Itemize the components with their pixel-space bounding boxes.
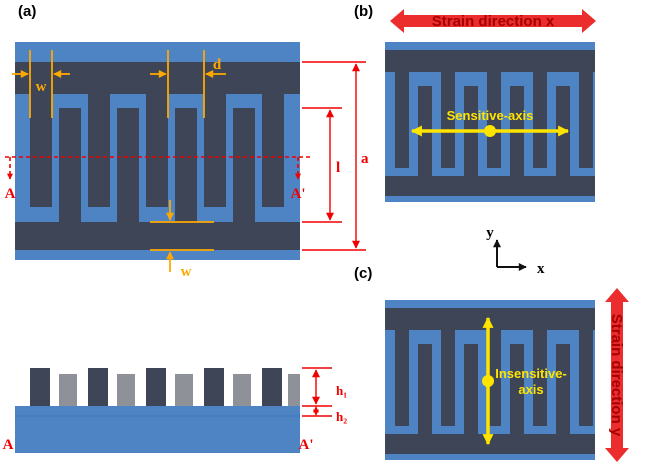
bottom-electrode-bar [385, 434, 595, 454]
bottom-electrode-bar [385, 176, 595, 196]
electrode-finger [395, 330, 409, 426]
topview-structure [15, 42, 300, 260]
finger-length-dimension: l [302, 107, 342, 223]
electrode-finger [204, 94, 226, 207]
height2-label: h₂ [336, 409, 347, 424]
electrode-finger [533, 72, 547, 168]
section-label-right: A' [291, 186, 306, 202]
electrode-finger [117, 108, 139, 222]
electrode-finger [30, 94, 52, 207]
panel-b-label: (b) [354, 3, 373, 20]
strain-x-label: Strain direction x [432, 13, 555, 30]
pillar-gray [59, 374, 77, 406]
electrode-finger [418, 344, 432, 434]
strain-y-shaft [611, 302, 623, 448]
pillar-dark [146, 368, 166, 406]
pillar-dark [204, 368, 224, 406]
pillar-gray [175, 374, 193, 406]
insensitive-axis-label-line2: axis [518, 382, 543, 397]
electrode-finger [510, 344, 524, 434]
section-line: A A' [5, 156, 310, 202]
bar-width-dimension: w [150, 200, 214, 280]
pillar-gray [288, 374, 300, 406]
strain-y-arrow: Strain direction y [605, 288, 629, 462]
electrode-finger [556, 344, 570, 434]
strain-x-arrow: Strain direction x [390, 9, 596, 33]
electrode-finger [441, 72, 455, 168]
pillar-dark [88, 368, 108, 406]
height1-label: h₁ [336, 383, 347, 398]
section-label-left: A [5, 186, 16, 202]
strain-y-head-top [605, 288, 629, 302]
top-electrode-bar [385, 308, 595, 330]
electrode-finger [579, 72, 593, 168]
comb-structure-c: Insensitive- axis [385, 300, 595, 460]
strain-x-head-right [582, 9, 596, 33]
pillar-gray [233, 374, 251, 406]
strain-y-head-bottom [605, 448, 629, 462]
pillar-gray [117, 374, 135, 406]
panel-a-label: (a) [18, 3, 36, 20]
finger-gap-dimension: d [150, 50, 226, 118]
strain-x-shaft [404, 15, 582, 27]
electrode-finger [146, 94, 168, 207]
strain-x-head-left [390, 9, 404, 33]
finger-gap-label: d [213, 57, 222, 73]
insensitive-axis-label-line1: Insensitive- [495, 366, 567, 381]
strain-y-label: Strain direction y [608, 314, 625, 437]
substrate [15, 406, 300, 453]
electrode-finger [395, 72, 409, 168]
coordinate-axes: y x [486, 225, 545, 277]
cross-section-structure: A A' [3, 368, 314, 453]
finger-width-label: w [36, 79, 47, 95]
insensitive-axis-dot [482, 375, 494, 387]
pillar-dark [262, 368, 282, 406]
pillar-dark [30, 368, 50, 406]
electrode-finger [59, 108, 81, 222]
electrode-finger [175, 108, 197, 222]
electrode-finger [441, 330, 455, 426]
top-electrode-bar [15, 62, 300, 94]
period-label: a [361, 151, 369, 167]
height-dimensions: h₁ h₂ [302, 367, 347, 424]
period-dimension: a [302, 61, 369, 251]
comb-structure-b: Sensitive-axis [385, 42, 595, 202]
electrode-finger [233, 108, 255, 222]
electrode-finger [533, 330, 547, 426]
finger-width-dimension: w [12, 50, 70, 118]
sensitive-axis-label: Sensitive-axis [447, 108, 534, 123]
panel-c-label: (c) [354, 265, 372, 282]
electrode-finger [262, 94, 284, 207]
bottom-electrode-bar [15, 222, 300, 250]
electrode-finger [579, 330, 593, 426]
electrode-finger [464, 344, 478, 434]
sensitive-axis-dot [484, 125, 496, 137]
finger-length-label: l [336, 160, 340, 176]
electrode-finger [88, 94, 110, 207]
top-electrode-bar [385, 50, 595, 72]
electrode-finger [487, 72, 501, 168]
crosssection-label-right: A' [299, 437, 314, 453]
axis-y-label: y [486, 225, 494, 241]
crosssection-label-left: A [3, 437, 14, 453]
bar-width-label: w [181, 264, 192, 280]
axis-x-label: x [537, 261, 545, 277]
